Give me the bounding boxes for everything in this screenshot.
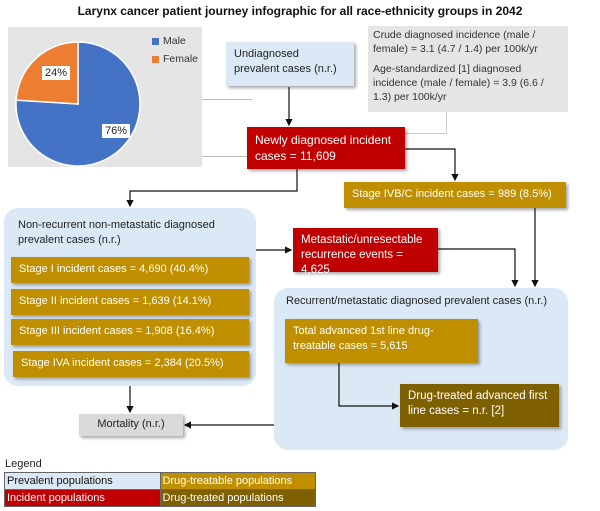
sex-distribution-pie-panel: Male Female 24% 76% [8,27,202,167]
undiagnosed-prevalent-box: Undiagnosed prevalent cases (n.r.) [226,42,354,86]
pie-legend: Male Female [152,35,198,65]
total-advanced-box: Total advanced 1st line drug-treatable c… [285,319,478,363]
legend-incident: Incident populations [4,489,161,507]
stage-ii-box: Stage II incident cases = 1,639 (14.1%) [11,289,249,315]
recurrent-container: Recurrent/metastatic diagnosed prevalent… [274,288,568,450]
legend-swatch-female [152,55,159,63]
mortality-box: Mortality (n.r.) [79,414,183,436]
legend-drug-treated: Drug-treated populations [159,489,316,507]
newly-diagnosed-box: Newly diagnosed incident cases = 11,609 [247,127,405,169]
arrow-metastatic-to-recurrent [438,248,519,288]
stage-iva-box: Stage IVA incident cases = 2,384 (20.5%) [13,351,249,377]
pie-legend-male-label: Male [163,35,186,47]
drug-treated-box: Drug-treated advanced first line cases =… [400,384,559,427]
pie-connector [202,99,252,157]
crude-incidence-text: Crude diagnosed incidence (male / female… [373,29,538,55]
nonrecurrent-title: Non-recurrent non-metastatic diagnosed p… [18,219,215,246]
pie-legend-male: Male [152,35,198,47]
stage-iii-box: Stage III incident cases = 1,908 (16.4%) [11,319,249,345]
pie-label-female: 24% [42,66,71,80]
pie-legend-female-label: Female [163,53,199,65]
legend-swatch-male [152,37,159,45]
incidence-info-box: Crude diagnosed incidence (male / female… [368,26,568,112]
recurrent-title: Recurrent/metastatic diagnosed prevalent… [286,295,548,307]
pie-label-male: 76% [102,124,131,138]
age-standardized-incidence-text: Age-standardized [1] diagnosed incidence… [373,63,544,103]
legend-table: Prevalent populations Drug-treatable pop… [4,472,316,507]
arrow-newly-to-nonrecurrent [126,169,298,208]
pie-legend-female: Female [152,53,198,65]
stage-ivbc-box: Stage IVB/C incident cases = 989 (8.5%) [344,182,566,208]
legend-drug-treatable: Drug-treatable populations [159,472,316,490]
metastatic-recurrence-box: Metastatic/unresectable recurrence event… [293,228,438,276]
arrow-newly-to-ivbc [405,148,459,182]
legend-prevalent: Prevalent populations [4,472,161,490]
infographic-title: Larynx cancer patient journey infographi… [77,4,523,18]
info-connector [368,112,447,134]
stage-i-box: Stage I incident cases = 4,690 (40.4%) [11,257,249,283]
nonrecurrent-container: Non-recurrent non-metastatic diagnosed p… [4,208,256,386]
legend-title: Legend [5,458,42,470]
